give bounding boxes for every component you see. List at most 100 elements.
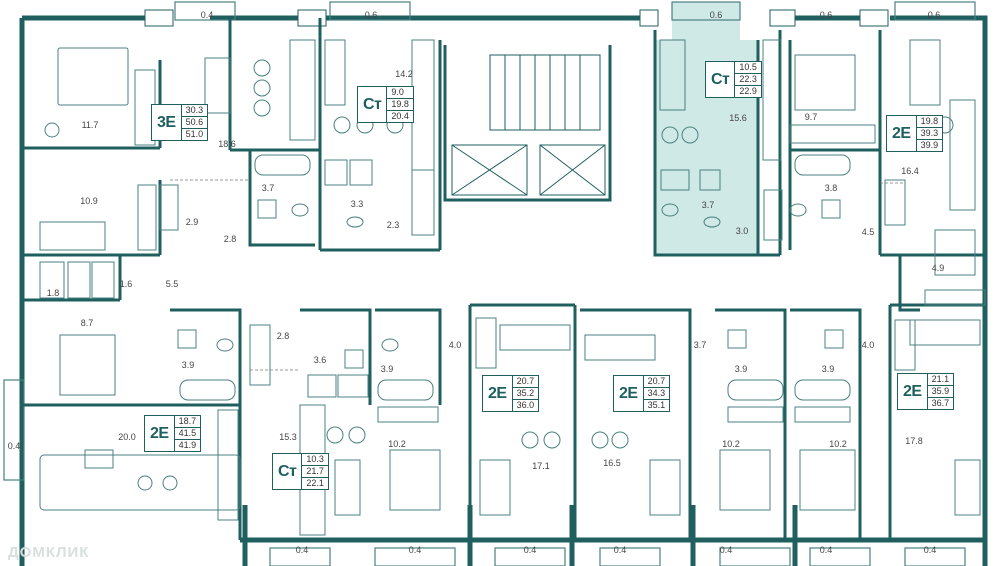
apartment-type: 2Е [619,384,638,402]
apartment-areas: 10.3 21.7 22.1 [301,454,328,489]
room-area-label: 0.6 [927,10,941,20]
room-area-label: 3.7 [693,340,707,350]
apartment-badge[interactable]: Ст 9.0 19.8 20.4 [357,86,414,123]
room-area-label: 3.0 [735,226,749,236]
room-area-label: 0.4 [719,545,733,555]
room-area-label: 4.5 [861,227,875,237]
room-area-label: 17.1 [532,461,550,471]
room-area-label: 16.4 [901,166,919,176]
apartment-areas: 19.8 39.3 39.9 [915,116,943,151]
room-area-label: 10.2 [829,439,847,449]
room-area-label: 11.7 [81,120,99,130]
total-area: 19.8 [387,99,413,111]
living-area: 21.1 [927,374,954,386]
room-area-label: 4.0 [448,340,462,350]
total-area: 21.7 [302,466,328,478]
apartment-type: Ст [278,462,297,480]
room-area-label: 2.9 [185,217,199,227]
gross-area: 41.9 [178,440,197,450]
room-area-label: 2.8 [276,331,290,341]
room-area-label: 1.6 [119,279,133,289]
apartment-badge[interactable]: 2Е 18.7 41.5 41.9 [144,415,202,452]
room-area-label: 2.8 [223,234,237,244]
apartment-badge[interactable]: 2Е 21.1 35.9 36.7 [897,373,955,410]
room-area-label: 0.4 [7,441,21,451]
gross-area: 22.9 [739,86,757,96]
apartment-badge[interactable]: 3Е 30.3 50.6 51.0 [151,104,209,141]
room-area-label: 3.7 [261,183,275,193]
total-area: 50.6 [181,117,208,129]
apartment-areas: 21.1 35.9 36.7 [926,374,954,409]
apartment-badge[interactable]: 2Е 20.7 34.3 35.1 [613,375,671,412]
room-area-label: 3.9 [821,364,835,374]
room-area-label: 3.3 [350,199,364,209]
apartment-areas: 18.7 41.5 41.9 [173,416,201,451]
living-area: 20.7 [512,376,539,388]
gross-area: 35.1 [647,400,666,410]
room-area-label: 0.4 [819,545,833,555]
room-area-label: 0.6 [709,10,723,20]
apartment-type: 2Е [150,424,169,442]
room-area-label: 15.6 [729,113,747,123]
apartment-type: 3Е [157,113,176,131]
room-area-label: 2.3 [386,220,400,230]
gross-area: 36.7 [931,398,950,408]
room-area-label: 3.9 [734,364,748,374]
living-area: 9.0 [387,87,413,99]
room-area-label: 0.4 [613,545,627,555]
balconies [3,1,976,566]
gross-area: 51.0 [185,129,204,139]
room-area-label: 3.7 [701,200,715,210]
room-area-label: 0.4 [295,545,309,555]
room-area-label: 3.8 [824,183,838,193]
room-area-label: 18.6 [218,139,236,149]
outer-walls [19,15,988,566]
room-area-label: 0.6 [819,10,833,20]
room-area-label: 4.0 [861,340,875,350]
apartment-type: 2Е [892,124,911,142]
total-area: 35.2 [512,388,539,400]
bathroom-fixtures [177,154,851,401]
living-area: 19.8 [916,116,943,128]
apartment-badge[interactable]: 2Е 19.8 39.3 39.9 [886,115,944,152]
apartment-type: 2Е [903,382,922,400]
apartment-badge[interactable]: 2Е 20.7 35.2 36.0 [482,375,540,412]
room-area-label: 4.9 [931,263,945,273]
windows [144,9,889,27]
room-area-label: 0.4 [200,10,214,20]
room-area-label: 20.0 [118,432,136,442]
room-area-label: 3.9 [181,360,195,370]
total-area: 39.3 [916,128,943,140]
kitchen-fixtures [217,39,981,536]
watermark: ДОМКЛИК [8,544,90,561]
door-swings [170,179,905,371]
apartment-areas: 20.7 35.2 36.0 [511,376,539,411]
room-area-label: 0.4 [523,545,537,555]
room-area-label: 15.3 [279,432,297,442]
apartment-areas: 30.3 50.6 51.0 [180,105,208,140]
gross-area: 20.4 [391,111,409,121]
room-area-label: 9.7 [804,112,818,122]
apartment-badge[interactable]: Ст 10.3 21.7 22.1 [272,453,329,490]
gross-area: 36.0 [516,400,535,410]
apartment-areas: 9.0 19.8 20.4 [386,87,413,122]
room-area-label: 0.6 [364,10,378,20]
room-area-label: 3.6 [313,355,327,365]
gross-area: 39.9 [920,140,939,150]
living-area: 10.5 [735,62,761,74]
room-area-label: 16.5 [603,458,621,468]
gross-area: 22.1 [306,478,324,488]
apartment-badge-selected[interactable]: Ст 10.5 22.3 22.9 [705,61,762,98]
apartment-areas: 20.7 34.3 35.1 [642,376,670,411]
room-area-label: 0.4 [923,545,937,555]
living-area: 30.3 [181,105,208,117]
apartment-type: 2Е [488,384,507,402]
furniture [39,39,981,516]
room-area-label: 5.5 [165,279,179,289]
room-area-label: 10.9 [80,196,98,206]
room-area-label: 17.8 [905,436,923,446]
room-area-label: 10.2 [722,439,740,449]
stair-core [451,54,606,196]
room-area-label: 0.4 [408,545,422,555]
